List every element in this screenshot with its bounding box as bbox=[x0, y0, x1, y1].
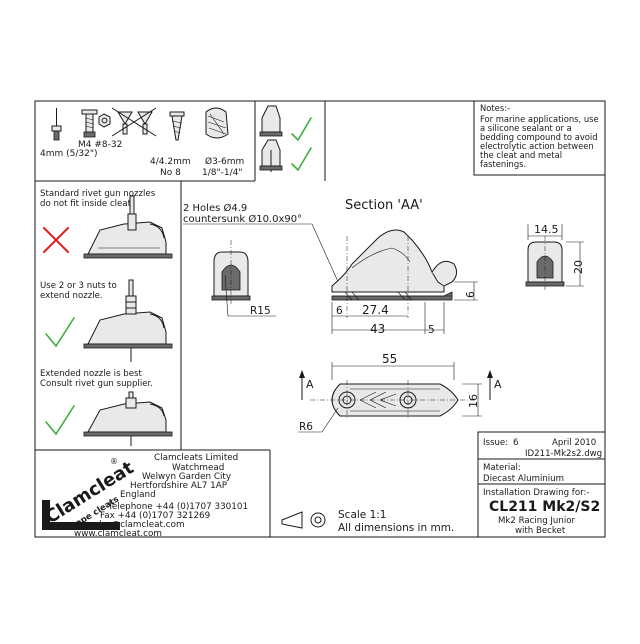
front-view-cleat bbox=[211, 240, 251, 304]
end-view-cleat bbox=[525, 236, 565, 290]
section-aa-profile bbox=[331, 229, 458, 301]
countersink-label: countersunk Ø10.0x90° bbox=[183, 213, 302, 225]
install-step-1-line-1: Standard rivet gun nozzles bbox=[40, 189, 156, 199]
title-block-outline bbox=[477, 431, 605, 537]
dim-55: 55 bbox=[382, 352, 397, 366]
rivet-icon bbox=[51, 108, 62, 141]
company-name: Clamcleats Limited bbox=[154, 453, 238, 463]
install-step-3-illustration bbox=[45, 391, 173, 446]
dim-43: 43 bbox=[370, 322, 385, 336]
section-marker-right: A bbox=[487, 370, 502, 400]
company-telephone: Telephone +44 (0)1707 330101 bbox=[107, 502, 248, 512]
company-address-1: Watchmead bbox=[172, 463, 224, 473]
wood-screw-icon bbox=[169, 111, 185, 141]
drawing-number: ID211-Mk2s2.dwg bbox=[525, 449, 602, 459]
green-check-icon bbox=[291, 147, 312, 172]
units-note: All dimensions in mm. bbox=[338, 522, 454, 534]
notes-line-4: electrolytic action between bbox=[480, 141, 594, 151]
notes-box bbox=[473, 101, 605, 176]
green-check-icon bbox=[45, 317, 75, 348]
company-email: sales@clamcleat.com bbox=[89, 520, 185, 530]
notes-heading: Notes:- bbox=[480, 103, 510, 113]
r15-leader bbox=[224, 274, 229, 317]
plug-size-label-1: Ø3-6mm bbox=[205, 156, 244, 167]
bolt-size-label: M4 #8-32 bbox=[78, 140, 122, 150]
notes-line-5: the cleat and metal bbox=[480, 150, 562, 160]
r6-leader bbox=[321, 407, 339, 433]
plug-size-label-2: 1/8"-1/4" bbox=[202, 168, 243, 178]
drawing-border bbox=[34, 100, 606, 538]
company-address-2: Welwyn Garden City bbox=[142, 472, 231, 482]
install-step-2-illustration bbox=[45, 279, 173, 362]
wall-plug-icon bbox=[205, 107, 229, 139]
notes-line-6: fastenings. bbox=[480, 159, 526, 169]
company-address-4: England bbox=[120, 490, 156, 500]
issue-date: April 2010 bbox=[552, 438, 596, 448]
company-fax: Fax +44 (0)1707 321269 bbox=[100, 511, 210, 521]
cleat-side-view-check bbox=[259, 105, 312, 142]
holes-label: 2 Holes Ø4.9 bbox=[183, 202, 247, 214]
bolt-icon bbox=[81, 109, 98, 138]
wood-screw-size-label-2: No 8 bbox=[160, 168, 181, 178]
install-step-1-illustration bbox=[43, 195, 173, 259]
dim-r6: R6 bbox=[299, 421, 313, 433]
dim-6-right: 6 bbox=[465, 291, 477, 298]
notes-line-2: a silicone sealant or a bbox=[480, 123, 572, 133]
rivet-size-label: 4mm (5/32") bbox=[40, 149, 98, 159]
projection-symbol bbox=[281, 511, 326, 529]
issue-number: 6 bbox=[513, 438, 518, 448]
countersink-leader bbox=[311, 223, 341, 287]
description-line-2: with Becket bbox=[515, 526, 566, 536]
part-number: CL211 Mk2/S2 bbox=[489, 499, 600, 515]
wood-screw-size-label-1: 4/4.2mm bbox=[150, 157, 191, 167]
plan-view-cleat bbox=[310, 380, 475, 420]
cleat-rivet-view-check bbox=[259, 139, 312, 172]
material-label: Material: bbox=[483, 463, 521, 473]
install-step-2-line-1: Use 2 or 3 nuts to bbox=[40, 281, 117, 291]
section-marker-label-right: A bbox=[494, 378, 502, 391]
notes-line-1: For marine applications, use bbox=[480, 114, 599, 124]
description-line-1: Mk2 Racing Junior bbox=[498, 516, 575, 526]
green-check-icon bbox=[45, 405, 75, 436]
material-value: Diecast Aluminium bbox=[483, 474, 564, 484]
install-step-3-line-2: Consult rivet gun supplier. bbox=[40, 379, 153, 389]
dim-6-left: 6 bbox=[336, 305, 343, 317]
issue-label: Issue: bbox=[483, 438, 508, 448]
installation-for-label: Installation Drawing for:- bbox=[483, 488, 589, 498]
company-website: www.clamcleat.com bbox=[74, 529, 162, 539]
dim-27-4: 27.4 bbox=[362, 303, 389, 317]
crossed-out-screws-icon bbox=[111, 107, 157, 137]
install-step-3-line-1: Extended nozzle is best bbox=[40, 369, 142, 379]
red-cross-icon bbox=[43, 227, 69, 253]
company-address-3: Hertfordshire AL7 1AP bbox=[130, 481, 227, 491]
notes-line-3: bedding compound to avoid bbox=[480, 132, 598, 142]
scale-label: Scale 1:1 bbox=[338, 509, 387, 521]
washer-nut-icon bbox=[98, 113, 111, 128]
install-step-1-line-2: do not fit inside cleat. bbox=[40, 199, 134, 209]
dim-14-5: 14.5 bbox=[534, 223, 559, 236]
install-step-2-line-2: extend nozzle. bbox=[40, 291, 103, 301]
dim-20: 20 bbox=[572, 260, 585, 274]
dim-r15: R15 bbox=[250, 305, 271, 317]
dim-5: 5 bbox=[428, 324, 435, 336]
section-title: Section 'AA' bbox=[345, 198, 423, 213]
section-marker-label-left: A bbox=[306, 378, 314, 391]
dim-16: 16 bbox=[467, 394, 480, 408]
section-marker-left: A bbox=[299, 370, 314, 400]
green-check-icon bbox=[291, 117, 312, 142]
registered-mark: ® bbox=[110, 457, 118, 466]
